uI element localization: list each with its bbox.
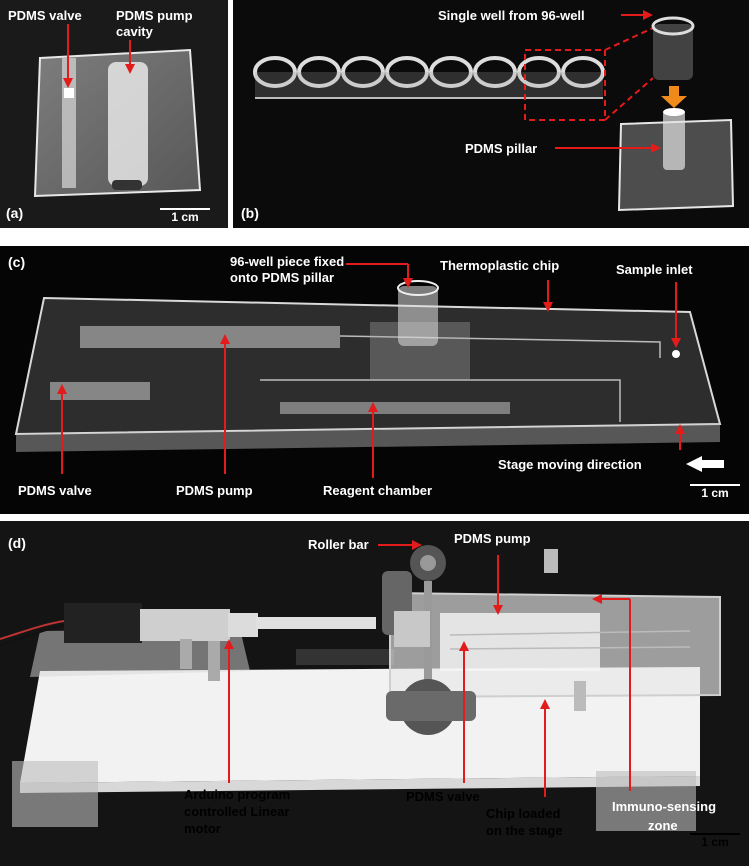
- panel-c-drawing: [0, 246, 749, 514]
- panel-b-photo: Single well from 96-well PDMS pillar (b): [233, 0, 749, 228]
- stage-foot-left: [12, 761, 98, 827]
- linear-rail: [296, 649, 394, 665]
- panel-letter-a: (a): [6, 205, 24, 221]
- panel-a-drawing: [0, 0, 228, 228]
- label-chip-line1: Chip loaded: [486, 806, 561, 821]
- panel-letter-c: (c): [8, 254, 26, 270]
- label-96-well-piece: 96-well piece fixed: [230, 254, 345, 269]
- panel-letter-d: (d): [8, 535, 26, 551]
- label-chip-line2: on the stage: [486, 823, 563, 838]
- single-well: [651, 16, 695, 80]
- label-pdms-pillar: PDMS pillar: [465, 141, 538, 156]
- label-single-well: Single well from 96-well: [438, 8, 585, 23]
- scale-text-a: 1 cm: [171, 210, 199, 224]
- label-immuno-line1: Immuno-sensing: [612, 799, 717, 814]
- label-motor-line1: Arduino program: [184, 787, 291, 802]
- panel-a-photo: PDMS valve PDMS pump cavity (a) 1 cm: [0, 0, 228, 228]
- thermoplastic-chip: [14, 296, 722, 452]
- panel-d-drawing: [0, 521, 749, 866]
- roller-bar-assembly: [382, 545, 476, 735]
- label-sample-inlet: Sample inlet: [616, 262, 693, 277]
- label-onto-pillar: onto PDMS pillar: [230, 270, 334, 285]
- pdms-pump-chip: [440, 613, 600, 671]
- scale-text-c: 1 cm: [701, 486, 729, 500]
- direction-arrow: [686, 456, 724, 472]
- label-stage-direction: Stage moving direction: [498, 457, 642, 472]
- scale-bar-line-c: [690, 484, 740, 486]
- scale-bar-c: 1 cm: [690, 484, 740, 500]
- selection-box: [524, 49, 606, 121]
- pump-cavity: [108, 62, 148, 186]
- label-pdms-valve-c: PDMS valve: [18, 483, 92, 498]
- linear-motor: [0, 603, 376, 646]
- well-strip: [253, 56, 605, 99]
- well-on-pillar: [370, 280, 470, 380]
- label-pdms-valve-d: PDMS valve: [406, 789, 480, 804]
- label-thermoplastic-chip: Thermoplastic chip: [440, 258, 560, 273]
- pump-channel: [80, 326, 340, 348]
- stage-foot-right: [596, 771, 696, 831]
- label-motor-line3: motor: [184, 821, 221, 836]
- label-reagent-chamber: Reagent chamber: [323, 483, 433, 498]
- label-immuno-line2: zone: [648, 818, 678, 833]
- pillar-block: [617, 108, 735, 212]
- reagent-chamber: [280, 402, 510, 414]
- valve-chamber: [50, 382, 150, 400]
- label-motor-line2: controlled Linear: [184, 804, 290, 819]
- scale-bar-line-a: [160, 208, 210, 210]
- scale-bar-d: 1 cm: [690, 833, 740, 849]
- label-pdms-pump-c: PDMS pump: [176, 483, 253, 498]
- label-pdms-valve-a: PDMS valve: [8, 8, 82, 23]
- label-pdms-pump-a: PDMS pump: [116, 8, 193, 23]
- sample-inlet: [672, 350, 680, 358]
- label-pdms-pump-d: PDMS pump: [454, 531, 531, 546]
- panel-b-drawing: [233, 0, 749, 228]
- panel-d-photo: (d) Roller bar PDMS pump Arduino program…: [0, 521, 749, 866]
- scale-bar-a: 1 cm: [160, 208, 210, 224]
- label-cavity-a: cavity: [116, 24, 153, 39]
- down-arrow: [661, 86, 687, 108]
- panel-c-photo: (c) 96-well piece fixed onto PDMS pillar…: [0, 246, 749, 514]
- panel-letter-b: (b): [241, 205, 259, 221]
- label-roller-bar: Roller bar: [308, 537, 369, 552]
- scale-bar-line-d: [690, 833, 740, 835]
- scale-text-d: 1 cm: [701, 835, 729, 849]
